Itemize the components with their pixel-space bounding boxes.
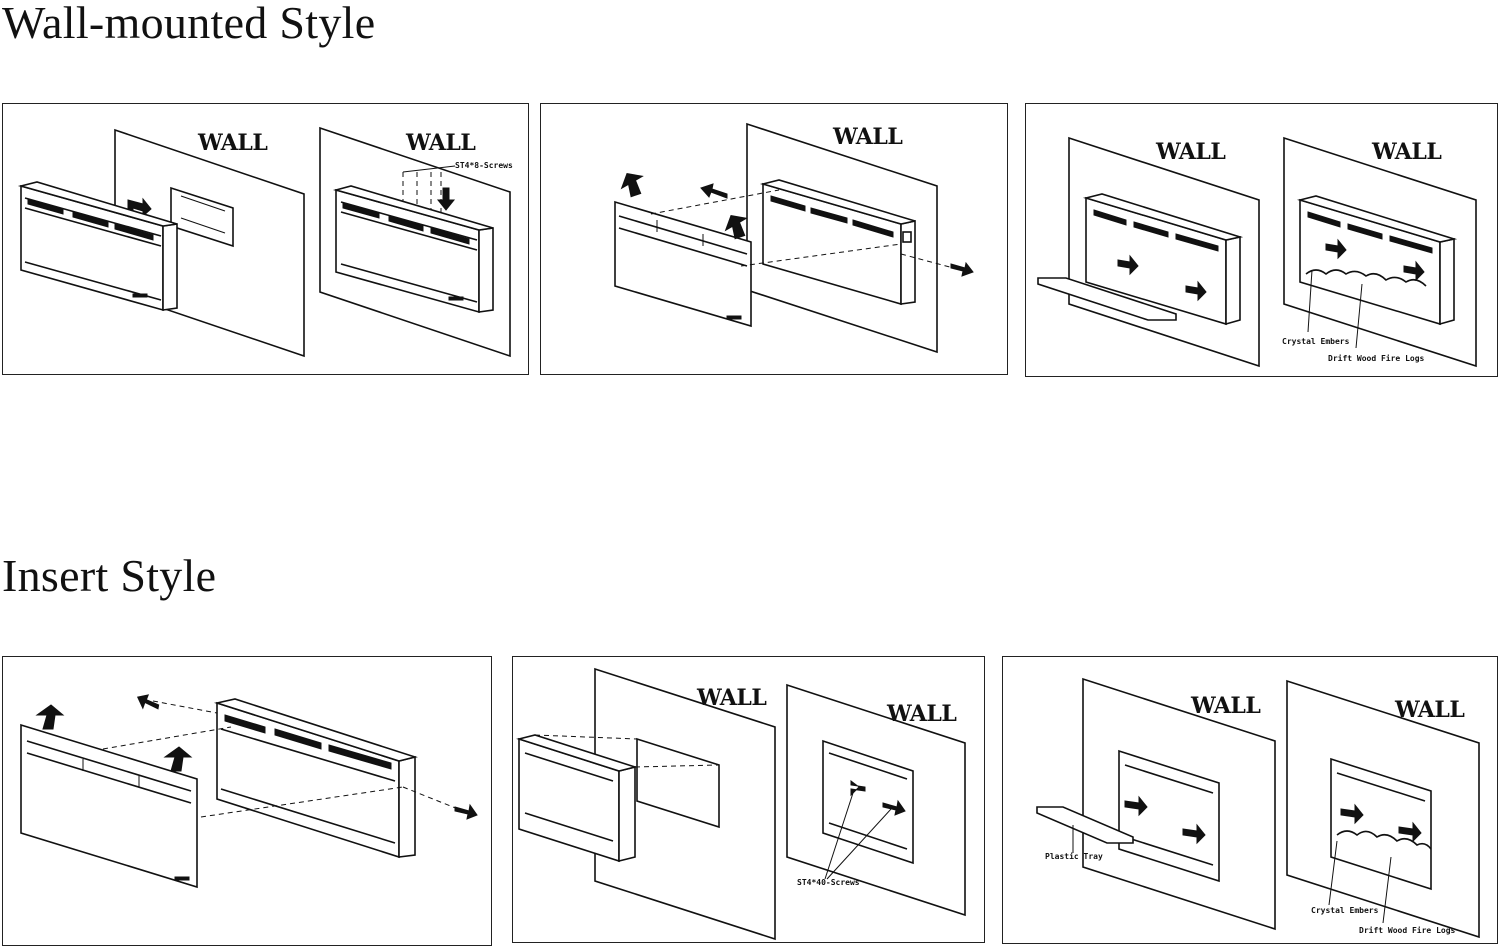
arrow-icon — [35, 704, 65, 730]
arrow-icon — [882, 799, 906, 816]
arrow-icon — [1325, 238, 1347, 260]
arrow-icon — [950, 261, 974, 277]
arrow-icon — [700, 183, 728, 199]
arrow-icon — [620, 173, 644, 198]
arrow-icon — [1398, 821, 1422, 843]
arrow-icon — [850, 780, 866, 797]
fireplace-unit — [822, 739, 914, 865]
wall-step-2-diagram: WALL — [614, 122, 974, 354]
wall-step-3-diagram: WALL WALL Crystal Embers Drift Wood Fire… — [1037, 136, 1477, 368]
arrow-icon — [1185, 280, 1207, 302]
fireplace-unit — [1330, 757, 1432, 891]
insert-step-2-diagram: WALL WALL ST4*40-Screws — [516, 667, 966, 941]
insert-step-3-diagram: WALL Plastic Tray WALL Crystal Embers Dr… — [1036, 677, 1480, 939]
mounting-bracket — [170, 186, 234, 248]
wall-label: WALL — [832, 124, 902, 150]
arrow-icon — [436, 187, 456, 211]
driftwood-logs-label: Drift Wood Fire Logs — [1359, 925, 1456, 935]
wall-label: WALL — [886, 701, 956, 727]
fire-logs — [1336, 830, 1432, 850]
front-glass-frame — [614, 200, 752, 328]
arrow-icon — [454, 803, 478, 820]
arrow-icon — [1124, 795, 1148, 817]
wall-label: WALL — [197, 130, 267, 156]
screws-label: ST4*8-Screws — [455, 161, 513, 170]
crystal-embers-label: Crystal Embers — [1311, 906, 1379, 915]
arrow-icon — [1117, 254, 1139, 276]
wall-opening — [636, 737, 720, 829]
screws-label: ST4*40-Screws — [797, 878, 860, 887]
insert-step-2-panel: WALL WALL ST4*40-Screws — [512, 656, 985, 943]
crystal-embers-label: Crystal Embers — [1282, 337, 1350, 346]
wall-step-3-panel: WALL WALL Crystal Embers Drift Wood Fire… — [1025, 103, 1498, 377]
plastic-tray — [1037, 277, 1177, 321]
insert-step-1-panel — [2, 656, 492, 946]
arrow-icon — [136, 694, 160, 710]
wall-label: WALL — [1371, 139, 1441, 165]
section-title-insert: Insert Style — [2, 550, 217, 601]
arrow-icon — [1340, 803, 1364, 825]
wall-step-1-panel: WALL WALL ST4*8-Screws — [2, 103, 529, 375]
arrow-icon — [724, 215, 748, 240]
wall-label: WALL — [696, 685, 766, 711]
fireplace-unit — [1118, 749, 1220, 883]
plastic-tray — [1036, 806, 1134, 844]
arrow-icon — [163, 746, 193, 772]
arrow-icon — [1403, 260, 1425, 282]
wall-label: WALL — [1190, 693, 1260, 719]
insert-step-1-diagram — [20, 694, 478, 889]
insert-step-3-panel: WALL Plastic Tray WALL Crystal Embers Dr… — [1002, 656, 1498, 944]
driftwood-logs-label: Drift Wood Fire Logs — [1328, 353, 1425, 363]
wall-step-2-panel: WALL — [540, 103, 1008, 375]
wall-label: WALL — [1394, 697, 1464, 723]
plastic-tray-label: Plastic Tray — [1045, 851, 1103, 861]
fire-logs — [1305, 269, 1427, 287]
section-title-wall-mounted: Wall-mounted Style — [2, 0, 376, 48]
arrow-icon — [1182, 823, 1206, 845]
wall-label: WALL — [405, 130, 475, 156]
wall-label: WALL — [1155, 139, 1225, 165]
wall-step-1-diagram: WALL WALL ST4*8-Screws — [17, 126, 513, 358]
front-glass-frame — [20, 723, 198, 889]
